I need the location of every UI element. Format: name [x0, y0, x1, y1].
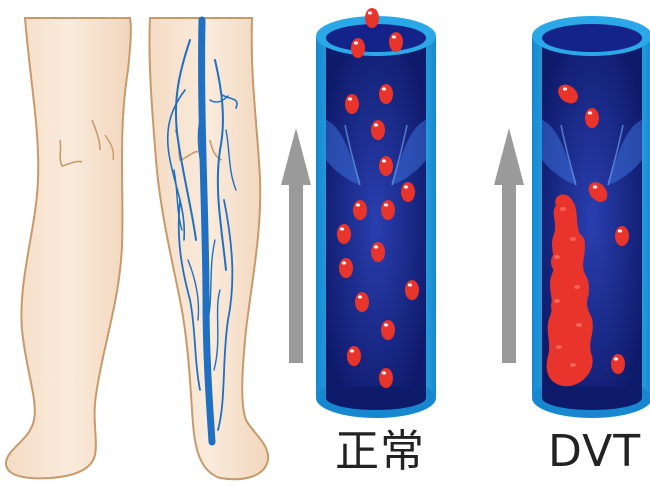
label-normal: 正常 — [335, 430, 425, 474]
flow-arrow-dvt — [494, 128, 524, 363]
flow-arrow-normal — [281, 128, 311, 363]
left-leg — [6, 18, 131, 478]
normal-vessel — [316, 16, 436, 418]
label-dvt: DVT — [548, 430, 641, 474]
